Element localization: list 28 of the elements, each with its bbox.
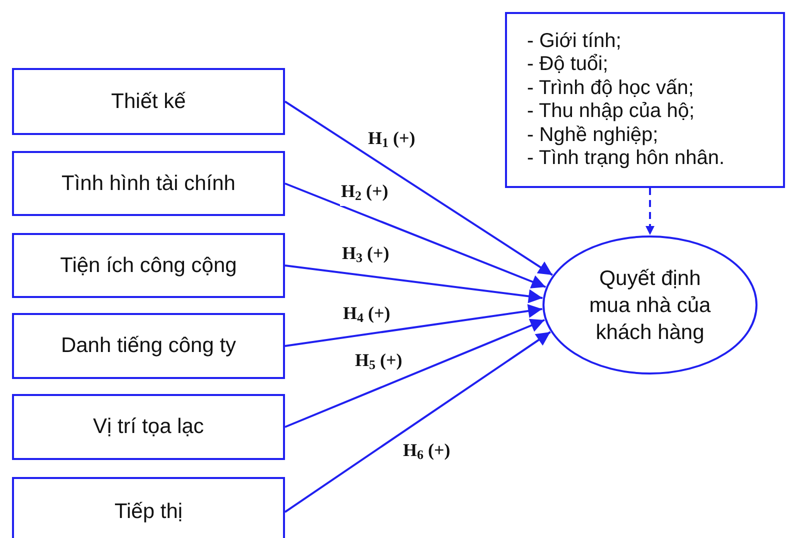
node-label: Quyết định mua nhà của khách hàng (588, 266, 712, 346)
factor-box (12, 313, 285, 379)
arrow (284, 100, 553, 276)
factor-box (12, 68, 285, 135)
node-label: Thiết kế (111, 90, 186, 114)
factor-box (12, 394, 285, 460)
list-item: - Nghề nghiệp; (527, 124, 658, 147)
factor-box (12, 233, 285, 298)
arrow (284, 304, 542, 347)
node-label: Danh tiếng công ty (60, 334, 236, 358)
list-item: - Giới tính; (527, 30, 622, 53)
arrow (284, 331, 551, 513)
node-label: Tình hình tài chính (62, 172, 236, 196)
list-item: - Tình trạng hôn nhân. (527, 147, 725, 170)
arrow (284, 182, 546, 288)
factor-box (12, 151, 285, 216)
arrow (284, 318, 545, 428)
node-label: Tiếp thị (114, 500, 183, 524)
outcome-ellipse (542, 235, 758, 375)
list-item: - Trình độ học vấn; (527, 76, 694, 100)
arrow (284, 264, 543, 304)
factor-list-box (505, 12, 785, 188)
list-item: - Thu nhập của hộ; (527, 100, 695, 124)
factor-box (12, 477, 285, 538)
list-item: - Độ tuổi; (527, 53, 608, 76)
node-label: Vị trí tọa lạc (93, 415, 204, 439)
dashed-arrow (646, 188, 654, 235)
node-label: Tiện ích công cộng (60, 254, 237, 278)
